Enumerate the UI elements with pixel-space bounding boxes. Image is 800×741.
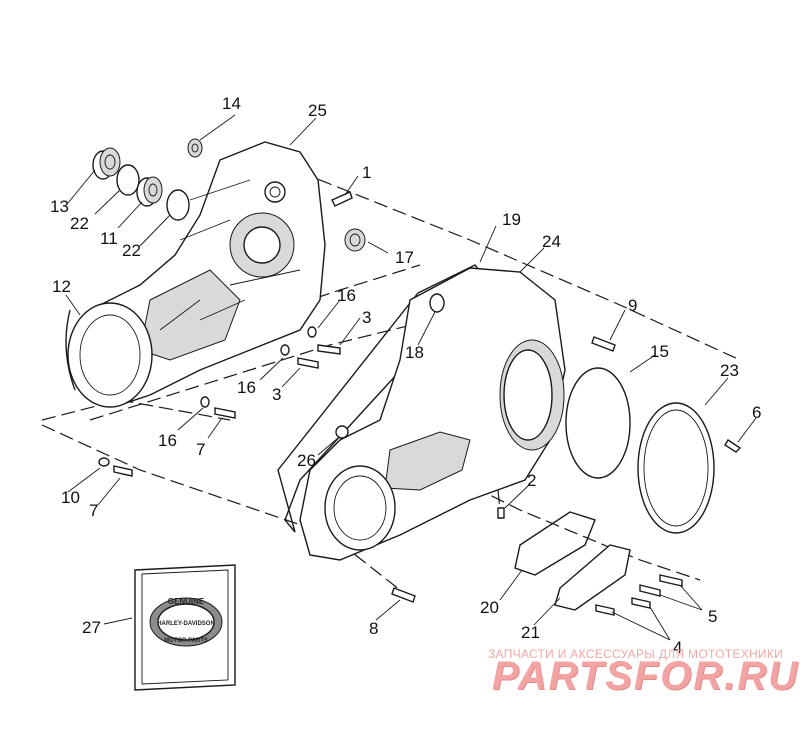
retaining-ring-22-upper <box>116 164 140 196</box>
callout-16-lower: 16 <box>158 431 177 450</box>
callout-27: 27 <box>82 618 101 637</box>
callout-7-upper: 7 <box>196 440 205 459</box>
callout-13: 13 <box>50 197 69 216</box>
logo-bottom-text: MOTOR PARTS <box>164 638 208 644</box>
callout-1: 1 <box>362 163 371 182</box>
screw-6 <box>724 439 742 453</box>
callout-20: 20 <box>480 598 499 617</box>
callout-4: 4 <box>673 638 682 657</box>
callout-22-lower: 22 <box>122 241 141 260</box>
genuine-logo: GENUINE HARLEY-DAVIDSON MOTOR PARTS <box>157 597 215 644</box>
callout-14: 14 <box>222 94 241 113</box>
callout-17: 17 <box>395 248 414 267</box>
retaining-ring-22-lower <box>166 189 190 221</box>
callout-16-upper: 16 <box>337 286 356 305</box>
callout-25: 25 <box>308 101 327 120</box>
dowel-1 <box>331 191 353 207</box>
callout-23: 23 <box>720 361 739 380</box>
callout-9: 9 <box>628 296 637 315</box>
callout-11: 11 <box>100 229 118 248</box>
assembly-center-lines <box>41 171 741 591</box>
callout-16-middle: 16 <box>237 378 256 397</box>
callout-15: 15 <box>650 342 669 361</box>
primary-gasket-19 <box>277 264 486 533</box>
callout-12: 12 <box>52 277 71 296</box>
bearing-11 <box>136 176 163 207</box>
outer-primary-cover-24 <box>299 267 566 561</box>
plug-2 <box>497 507 505 519</box>
callout-2: 2 <box>527 471 536 490</box>
gasket-20 <box>514 511 596 576</box>
fasteners-left <box>98 326 341 477</box>
inspection-cover-21 <box>554 544 631 611</box>
callout-21: 21 <box>521 623 540 642</box>
genuine-parts-box-27 <box>134 564 236 691</box>
housing-ring-12 <box>65 309 76 391</box>
bearing-13 <box>92 147 121 180</box>
derby-cover-23 <box>637 402 715 534</box>
callout-3-upper: 3 <box>362 308 371 327</box>
watermark-brand: PARTSFOR.RU <box>492 654 800 698</box>
bolt-8 <box>391 587 416 603</box>
leader-lines <box>65 114 757 641</box>
callout-24: 24 <box>542 232 561 251</box>
callout-10: 10 <box>61 488 80 507</box>
seal-17 <box>344 228 366 252</box>
callout-6: 6 <box>752 403 761 422</box>
callout-22-upper: 22 <box>70 214 89 233</box>
callout-26: 26 <box>297 451 316 470</box>
screws-4-5 <box>595 574 683 616</box>
inner-primary-housing <box>67 141 326 408</box>
callout-3-lower: 3 <box>272 385 281 404</box>
callout-19: 19 <box>502 210 521 229</box>
screw-9 <box>591 336 616 352</box>
watermark-tagline: ЗАПЧАСТИ И АКСЕССУАРЫ ДЛЯ МОТОТЕХНИКИ <box>488 647 784 661</box>
callout-18: 18 <box>405 343 424 362</box>
callout-5: 5 <box>708 607 717 626</box>
logo-top-text: GENUINE <box>168 597 205 606</box>
logo-middle-text: HARLEY-DAVIDSON <box>157 621 215 627</box>
callout-labels: 1 2 3 3 4 5 6 7 7 8 9 10 11 12 13 14 15 … <box>50 94 761 657</box>
o-ring-15 <box>565 367 631 479</box>
seal-14 <box>187 138 203 158</box>
callout-7-lower: 7 <box>89 501 98 520</box>
callout-8: 8 <box>369 619 378 638</box>
